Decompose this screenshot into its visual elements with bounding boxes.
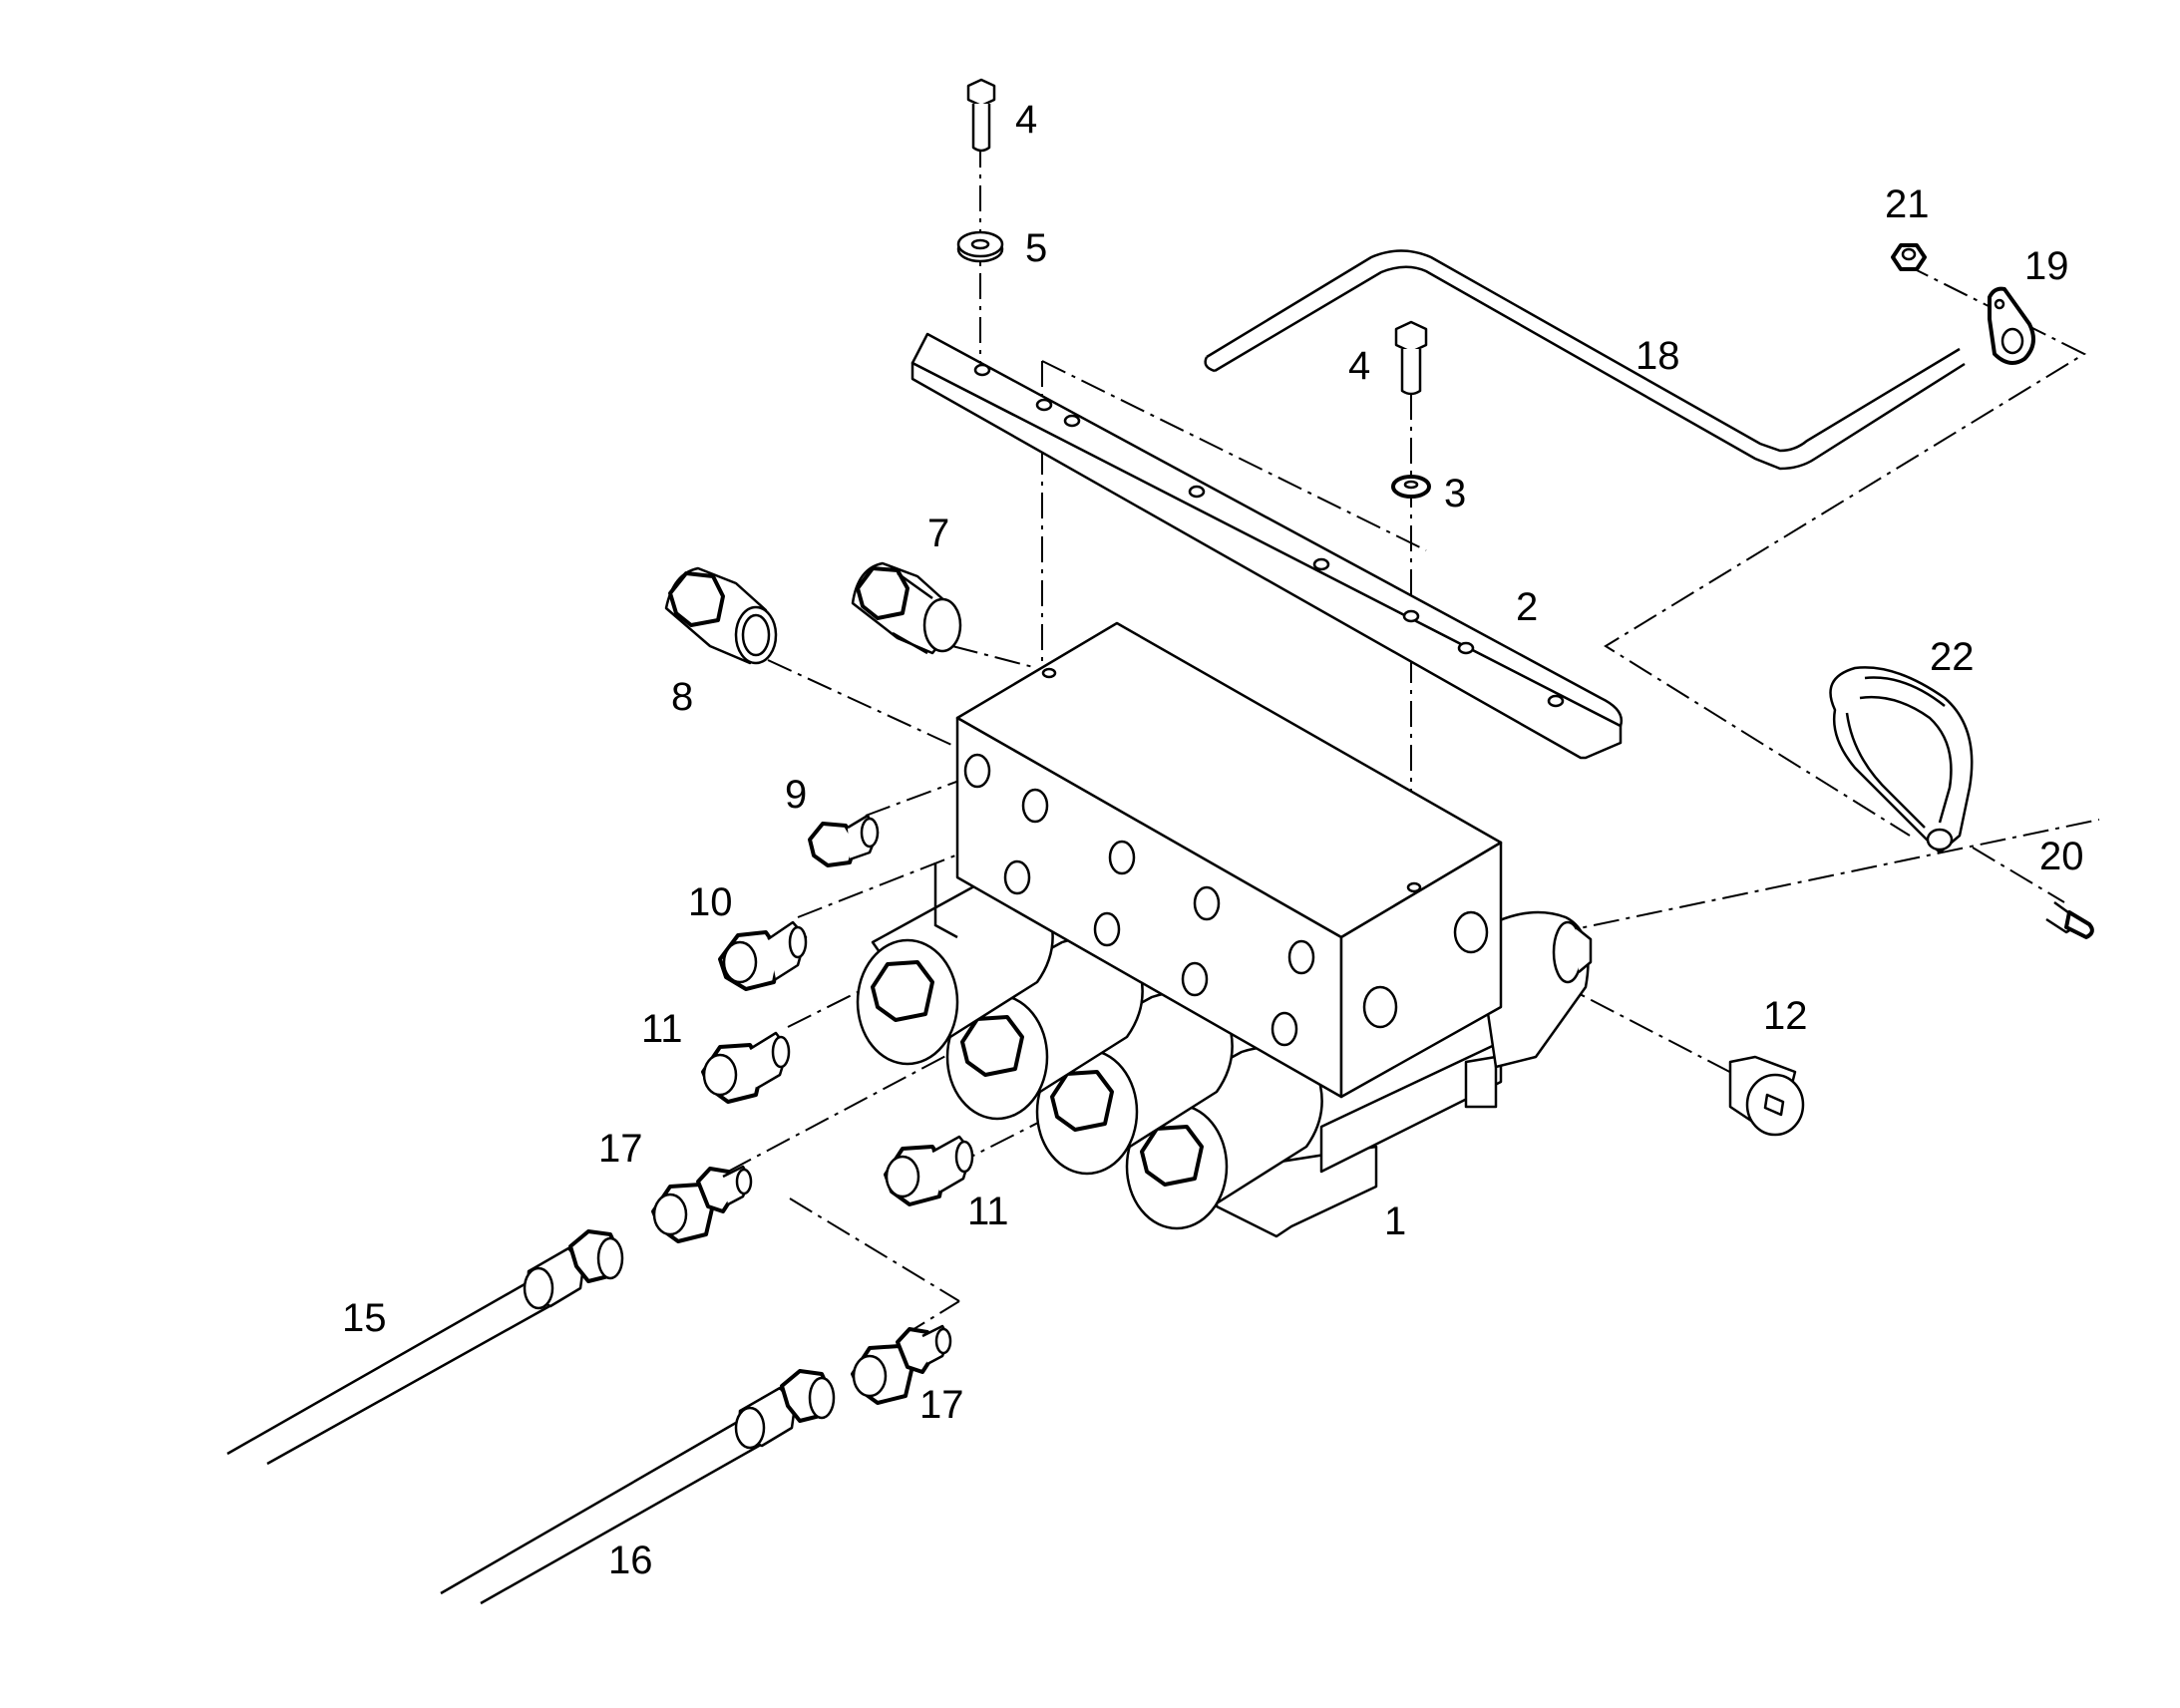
label-4-second: 4 bbox=[1348, 344, 1370, 388]
bolt-second bbox=[1394, 320, 1428, 396]
lock-washer bbox=[1391, 475, 1431, 499]
label-1: 1 bbox=[1384, 1199, 1406, 1243]
mounting-plate bbox=[910, 332, 1624, 760]
label-20: 20 bbox=[2039, 835, 2084, 878]
label-2: 2 bbox=[1516, 585, 1538, 629]
label-21: 21 bbox=[1885, 182, 1930, 226]
label-11-second: 11 bbox=[967, 1190, 1009, 1233]
label-3: 3 bbox=[1444, 472, 1466, 515]
small-clamp bbox=[1988, 286, 2035, 365]
label-15: 15 bbox=[342, 1296, 387, 1340]
fitting-8 bbox=[664, 566, 778, 665]
p-clamp bbox=[1829, 666, 1974, 854]
solenoid-cartridge-1 bbox=[856, 881, 1054, 1066]
label-10: 10 bbox=[688, 880, 733, 924]
label-11: 11 bbox=[641, 1007, 683, 1051]
label-9: 9 bbox=[785, 773, 807, 817]
bent-tube bbox=[1204, 249, 1966, 471]
label-7: 7 bbox=[927, 512, 949, 555]
label-5: 5 bbox=[1025, 226, 1047, 270]
valve-block bbox=[856, 621, 1593, 1238]
label-19: 19 bbox=[2024, 244, 2069, 288]
label-16: 16 bbox=[608, 1538, 653, 1582]
label-18: 18 bbox=[1635, 334, 1680, 378]
fitting-11-lower bbox=[884, 1135, 974, 1206]
plug bbox=[1728, 1055, 1805, 1137]
fitting-7 bbox=[851, 561, 962, 655]
label-4: 4 bbox=[1015, 98, 1037, 142]
label-17: 17 bbox=[598, 1127, 643, 1171]
fitting-17-upper bbox=[651, 1165, 753, 1243]
fitting-11-upper bbox=[701, 1031, 791, 1104]
fitting-10 bbox=[718, 920, 808, 991]
bolt-top bbox=[966, 78, 996, 153]
cap-screw bbox=[2045, 900, 2094, 939]
nut bbox=[1891, 243, 1927, 271]
callout-labels: 4 5 21 19 18 4 3 7 2 8 22 9 20 10 12 11 … bbox=[342, 98, 2084, 1582]
fitting-9 bbox=[808, 814, 880, 867]
fitting-17-lower bbox=[851, 1324, 952, 1405]
label-12: 12 bbox=[1763, 994, 1808, 1038]
label-8: 8 bbox=[671, 675, 693, 719]
hose-16 bbox=[440, 1369, 836, 1605]
hose-15 bbox=[226, 1229, 624, 1466]
label-22: 22 bbox=[1930, 635, 1975, 679]
label-17-second: 17 bbox=[919, 1383, 964, 1427]
washer bbox=[956, 230, 1004, 263]
